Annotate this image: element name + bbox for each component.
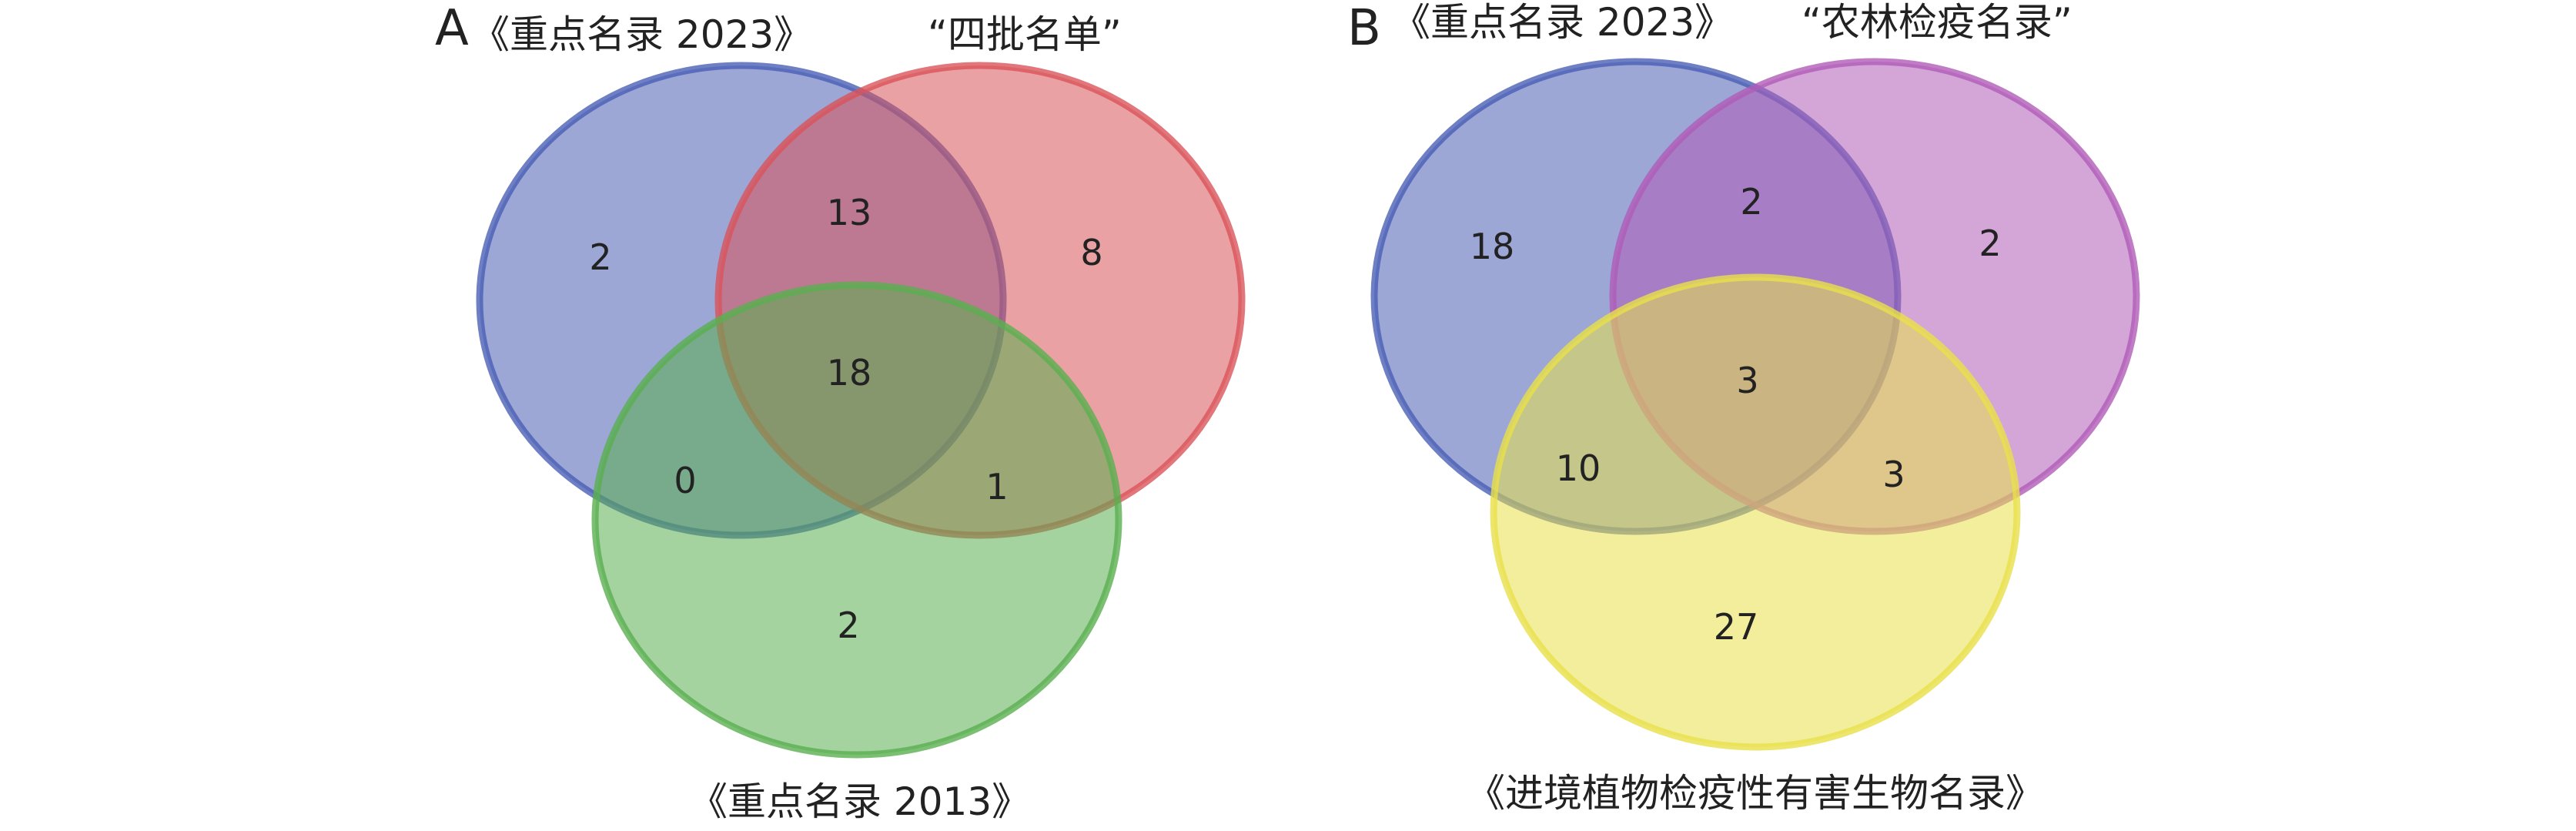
panel-a-circle-bottom <box>591 281 1122 759</box>
panel-a-set-bottom-title: 《重点名录 2013》 <box>689 779 1030 824</box>
panel-b-set-bottom-title: 《进境植物检疫性有害生物名录》 <box>1467 771 2044 816</box>
panel-a-count-only-top-left: 2 <box>589 236 611 278</box>
panel-a-set-top-left-title: 《重点名录 2023》 <box>471 12 812 57</box>
panel-b-count-only-top-left: 18 <box>1470 226 1515 267</box>
panel-a-count-only-bottom: 2 <box>837 605 859 646</box>
panel-b-count-top-left-and-top-right: 2 <box>1740 181 1762 223</box>
panel-a-count-top-right-and-bottom: 1 <box>985 466 1008 508</box>
panel-a-count-all-three: 18 <box>827 352 872 394</box>
panel-b-set-top-left-title: 《重点名录 2023》 <box>1392 0 1733 45</box>
panel-b-count-only-top-right: 2 <box>1979 223 2001 264</box>
panel-a-count-top-left-and-top-right: 13 <box>827 192 872 233</box>
panel-b-set-top-right-title: “农林检疫名录” <box>1802 0 2073 45</box>
panel-a-count-only-top-right: 8 <box>1080 232 1102 273</box>
panel-b: B 《重点名录 2023》 “农林检疫名录” 《进境植物检疫性有害生物名录》 1… <box>1347 0 2140 816</box>
panel-b-count-all-three: 3 <box>1736 360 1758 401</box>
panel-b-circle-bottom <box>1490 273 2021 751</box>
panel-a-set-top-right-title: “四批名单” <box>928 12 1122 57</box>
panel-b-count-top-left-and-bottom: 10 <box>1556 447 1601 489</box>
panel-b-count-top-right-and-bottom: 3 <box>1882 454 1905 495</box>
panel-a: A 《重点名录 2023》 “四批名单” 《重点名录 2013》 2 13 8 … <box>435 0 1246 824</box>
panel-a-letter: A <box>435 0 469 57</box>
panel-a-count-top-left-and-bottom: 0 <box>674 460 696 501</box>
panel-b-letter: B <box>1347 0 1381 57</box>
panel-b-count-only-bottom: 27 <box>1714 606 1759 648</box>
